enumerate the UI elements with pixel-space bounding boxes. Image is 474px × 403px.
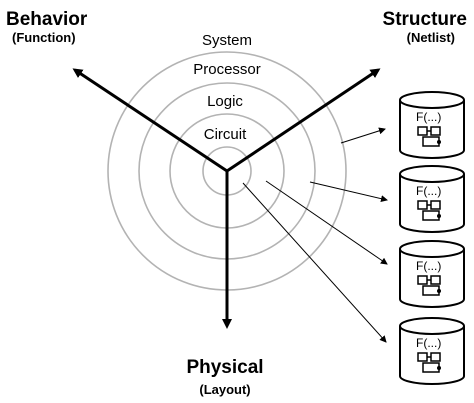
cylinder-body [399, 326, 465, 385]
cylinder-body [399, 174, 465, 233]
module-label: F(...) [416, 184, 441, 198]
level-label-circuit: Circuit [204, 126, 247, 143]
structure-axis [226, 68, 381, 173]
level-label-system: System [202, 32, 252, 49]
module-label: F(...) [416, 110, 441, 124]
structure-subtitle: (Netlist) [407, 30, 455, 45]
pointer-arrow-2 [309, 181, 388, 203]
connection-dot [437, 289, 441, 293]
cylinder-body [399, 249, 465, 308]
cylinder-top [399, 317, 465, 335]
module-cylinder-2: F(...) [399, 165, 465, 233]
module-label: F(...) [416, 259, 441, 273]
module-cylinder-3: F(...) [399, 240, 465, 308]
pointer-arrow-3 [265, 180, 388, 265]
cylinder-top [399, 91, 465, 109]
cylinder-top [399, 165, 465, 183]
pointer-arrow-1 [340, 127, 386, 144]
behavior-subtitle: (Function) [12, 30, 76, 45]
physical-title: Physical [186, 357, 263, 378]
behavior-axis [72, 68, 228, 173]
physical-subtitle: (Layout) [199, 382, 250, 397]
module-pointers [242, 127, 388, 343]
connection-dot [437, 366, 441, 370]
module-cylinder-4: F(...) [399, 317, 465, 385]
level-label-logic: Logic [207, 93, 243, 110]
gate-icon [417, 126, 441, 147]
cylinder-body [399, 100, 465, 159]
module-cylinder-1: F(...) [399, 91, 465, 159]
pointer-arrow-4 [242, 182, 387, 343]
connection-dot [437, 140, 441, 144]
cylinder-top [399, 240, 465, 258]
level-label-processor: Processor [193, 61, 261, 78]
connection-dot [437, 214, 441, 218]
structure-title: Structure [383, 9, 467, 30]
module-label: F(...) [416, 336, 441, 350]
main-axes [72, 68, 381, 329]
behavior-title: Behavior [6, 9, 88, 30]
